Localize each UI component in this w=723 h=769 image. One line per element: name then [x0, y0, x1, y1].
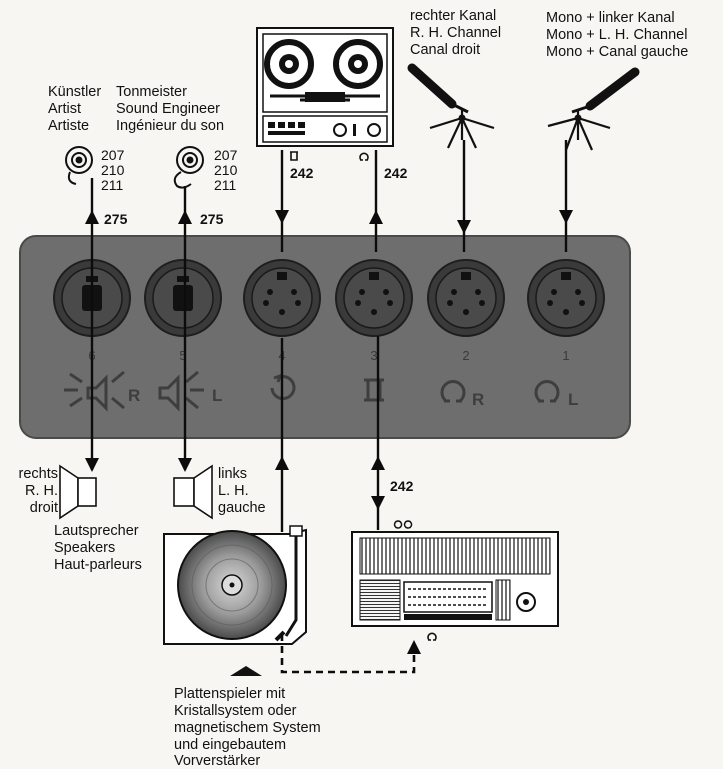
speaker-right-fr: droit [29, 500, 58, 516]
speakers-title-en: Speakers [54, 540, 116, 556]
radio-input-symbol-icon [364, 378, 384, 402]
socket-5 [144, 259, 222, 337]
microphone-right-letter: R [472, 390, 484, 409]
artist-headphone-model-2: 210 [101, 162, 125, 178]
tape-loop-symbol-icon [270, 373, 296, 401]
socket-4 [243, 259, 321, 337]
socket-number-2: 2 [462, 348, 469, 363]
speaker-right-symbol-icon [64, 370, 125, 412]
microphone-left-letter: L [568, 390, 578, 409]
engineer-headphone-model-1: 207 [214, 147, 238, 163]
engineer-headphone-model-2: 210 [214, 162, 238, 178]
cable-label-engineer: 275 [200, 211, 224, 227]
turntable-caption-1: Plattenspieler mit [174, 686, 286, 702]
speakers-title-fr: Haut-parleurs [54, 557, 142, 573]
microphone-left [547, 67, 640, 151]
arrowheads [85, 210, 573, 654]
cable-turntable-radio [280, 634, 416, 674]
socket-number-1: 1 [562, 348, 569, 363]
label-engineer-fr: Ingénieur du son [116, 118, 225, 134]
turntable-caption-3: magnetischem System [174, 720, 321, 736]
turntable-pointer-icon [230, 666, 262, 676]
microphone-right-symbol-icon [440, 380, 466, 403]
engineer-headphone-model-3: 211 [214, 177, 237, 193]
label-mono-left-fr: Mono + Canal gauche [546, 44, 689, 60]
speaker-left-fr: gauche [218, 500, 266, 516]
label-mono-left-en: Mono + L. H. Channel [546, 27, 688, 43]
speaker-left-de: links [218, 466, 248, 482]
cable-label-radio: 242 [390, 478, 414, 494]
tape-input-symbol-icon [290, 151, 298, 161]
microphone-right [407, 63, 495, 149]
speaker-right-en: R. H. [24, 483, 58, 499]
speaker-left [173, 464, 213, 520]
socket-1 [527, 259, 605, 337]
cable-label-artist: 275 [104, 211, 128, 227]
turntable-caption-2: Kristallsystem oder [174, 703, 297, 719]
cables [90, 140, 568, 674]
label-artist-en: Artist [48, 101, 82, 117]
socket-number-5: 5 [179, 348, 186, 363]
radio [351, 531, 559, 627]
socket-3 [335, 259, 413, 337]
turntable-caption-5: Vorverstärker [174, 753, 261, 769]
label-right-channel-de: rechter Kanal [410, 8, 497, 24]
radio-tape-symbol-icon [393, 520, 413, 533]
label-artist-fr: Artiste [48, 118, 90, 134]
cable-label-tape-4: 242 [290, 165, 314, 181]
headphones-engineer [173, 146, 204, 189]
turntable [163, 525, 307, 645]
artist-headphone-model-1: 207 [101, 147, 125, 163]
turntable-caption-4: und eingebautem [174, 737, 287, 753]
label-engineer-de: Tonmeister [116, 84, 187, 100]
headphones-artist [65, 146, 93, 185]
speaker-right-letter: R [128, 386, 140, 405]
label-engineer-en: Sound Engineer [116, 101, 220, 117]
label-artist-de: Künstler [48, 84, 102, 100]
label-right-channel-en: R. H. Channel [410, 25, 502, 41]
radio-output-symbol-icon [427, 632, 437, 641]
socket-number-3: 3 [370, 348, 377, 363]
tape-output-symbol-icon [359, 152, 369, 161]
socket-2 [427, 259, 505, 337]
microphone-left-symbol-icon [534, 380, 560, 403]
speaker-right-de: rechts [18, 466, 59, 482]
tape-recorder [256, 27, 394, 147]
label-mono-left-de: Mono + linker Kanal [546, 10, 675, 26]
speakers-title-de: Lautsprecher [54, 523, 139, 539]
speaker-left-letter: L [212, 386, 222, 405]
speaker-right [59, 464, 97, 520]
speaker-left-symbol-icon [158, 370, 204, 412]
label-right-channel-fr: Canal droit [410, 42, 481, 58]
artist-headphone-model-3: 211 [101, 177, 124, 193]
speaker-left-en: L. H. [218, 483, 249, 499]
cable-label-tape-3: 242 [384, 165, 408, 181]
